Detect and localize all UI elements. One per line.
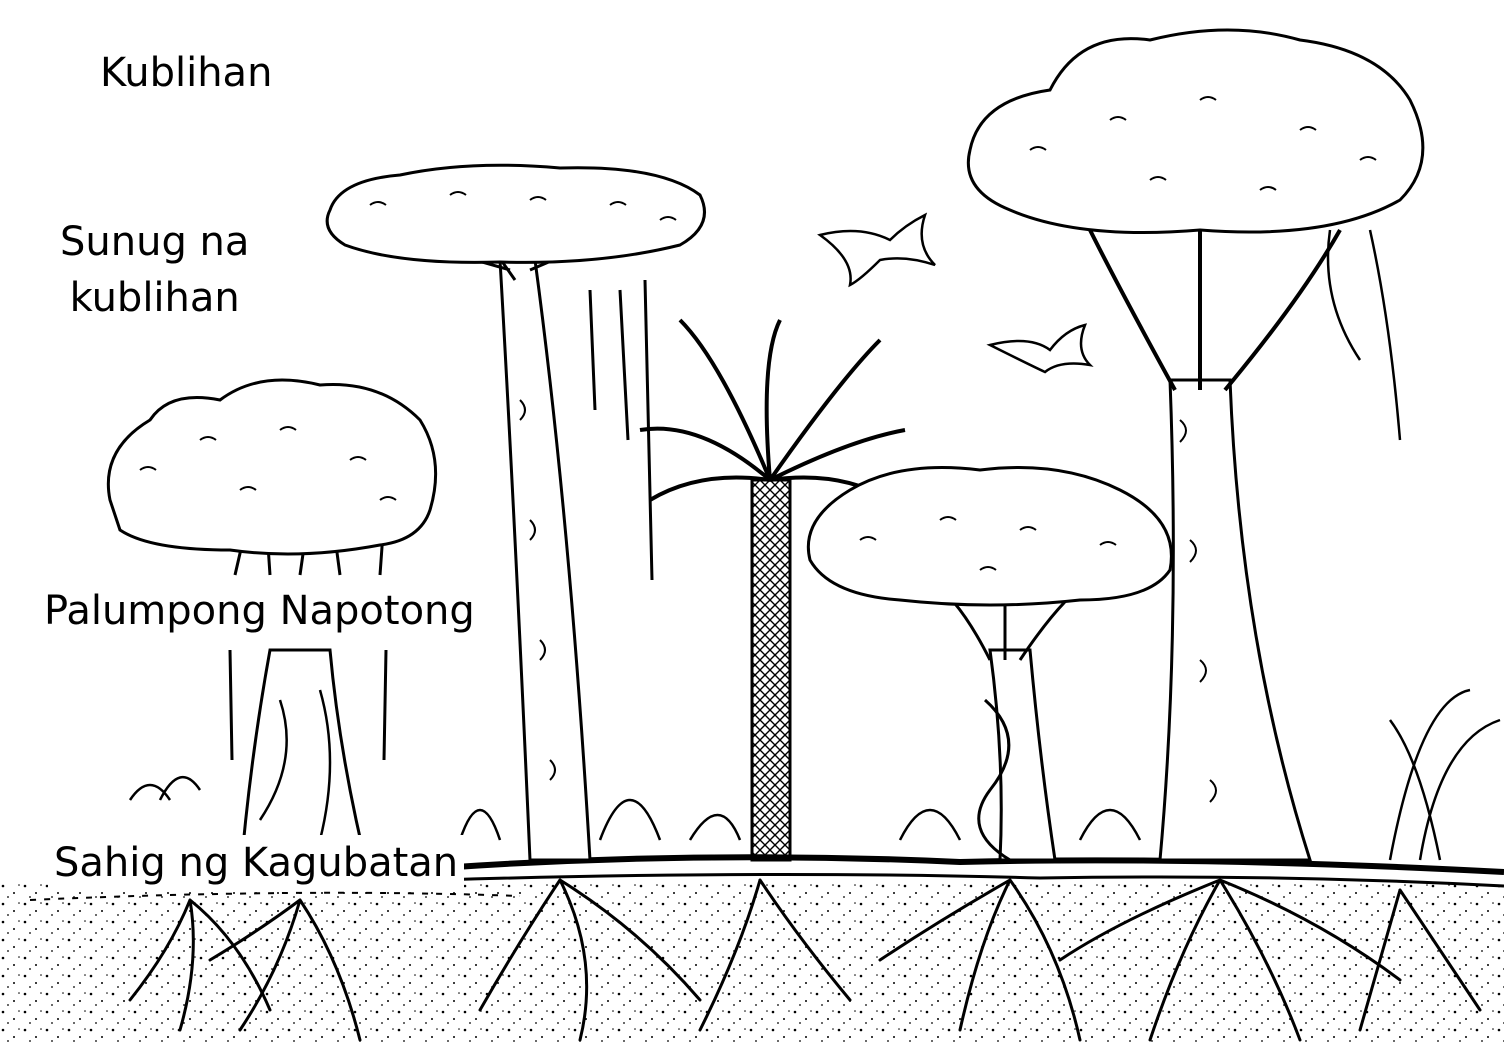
canopy-tree-middle <box>808 468 1171 861</box>
layer-label-forest-floor: Sahig ng Kagubatan <box>48 835 464 891</box>
bird-flying-2 <box>990 325 1090 372</box>
layer-label-understory: Palumpong Napotong <box>40 583 479 639</box>
layer-label-emergent: Kublihan <box>100 45 272 101</box>
layer-label-canopy-line1: Sunug na <box>60 214 249 270</box>
bird-flying-1 <box>820 215 935 285</box>
layer-label-canopy: Sunug na kublihan <box>60 214 249 326</box>
layer-label-canopy-line2: kublihan <box>60 270 249 326</box>
